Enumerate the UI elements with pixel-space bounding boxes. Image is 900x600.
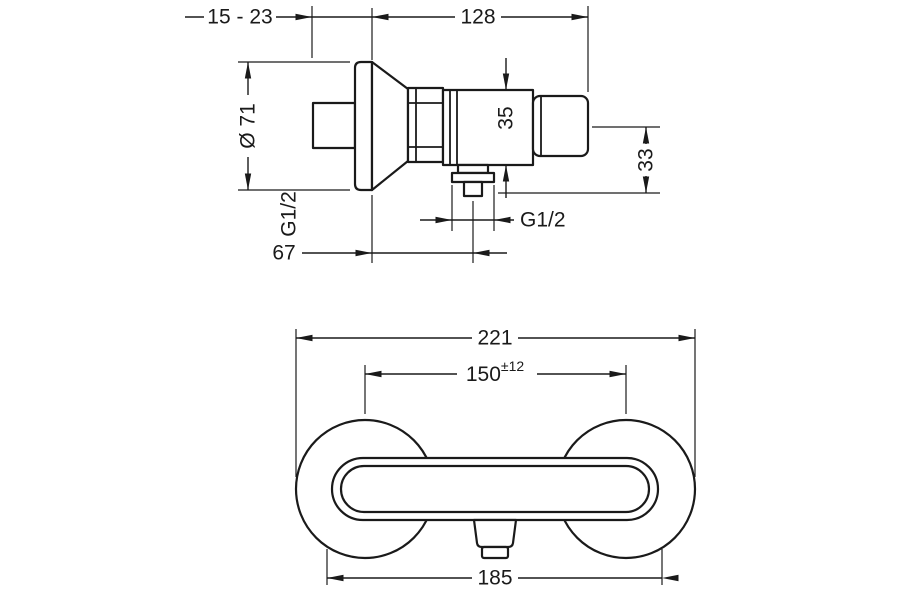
dim-total-width-label: 221 [477,327,512,350]
outlet-front [472,518,518,560]
dim-wall-to-outlet-label: 67 [272,242,295,265]
arrowhead [244,62,252,79]
dimension-mounting-span: 185 [327,567,679,590]
dimension-outlet-offset: 33 [635,127,658,193]
dimension-connection-centers: 150±12 [365,358,626,386]
arrowhead [244,173,252,190]
arrowhead [502,165,510,182]
side-view: 15 - 23 128 Ø 71 G1/2 35 [185,6,660,265]
arrowhead [372,13,389,21]
dim-total-depth-label: 128 [460,6,495,29]
union-nut [406,86,445,164]
arrowhead [502,73,510,90]
dimension-body-height: 35 [495,58,518,198]
arrowhead [435,216,452,224]
dim-outlet-thread-label: G1/2 [520,209,566,232]
arrowhead [473,249,490,257]
dim-body-height-label: 35 [495,106,518,129]
arrowhead [296,334,313,342]
handle-grip [531,94,590,158]
supply-stub [311,101,357,150]
arrowhead [642,176,650,193]
arrowhead [678,334,695,342]
arrowhead [662,574,679,582]
dim-escutcheon-diameter-label: Ø 71 [237,103,260,149]
dim-outlet-offset-label: 33 [635,148,658,171]
arrowhead [642,127,650,144]
dimension-total-width: 221 [296,327,695,350]
mixer-body-bar [330,456,660,522]
dimension-escutcheon-diameter: Ø 71 [237,62,260,190]
dimension-outlet-thread: G1/2 [420,209,566,232]
arrowhead [355,249,372,257]
escutcheon-cone [370,60,410,192]
dim-connection-centers-label: 150±12 [466,358,525,386]
arrowhead [494,216,511,224]
dim-supply-thread-label: G1/2 [278,191,301,237]
dim-mounting-span-label: 185 [477,567,512,590]
arrowhead [571,13,588,21]
arrowhead [327,574,344,582]
side-extension-lines [238,6,660,263]
arrowhead [365,370,382,378]
arrowhead [609,370,626,378]
escutcheon-flange [353,60,374,192]
front-view: 221 150±12 185 [294,327,697,590]
front-extension-lines [295,329,696,585]
dimension-wall-to-outlet: 67 [272,242,507,265]
valve-body [441,88,535,167]
label-supply-thread: G1/2 [278,191,301,237]
dim-wall-depth-label: 15 - 23 [207,6,272,29]
dimension-wall-depth-and-total-depth: 15 - 23 128 [185,6,588,29]
arrowhead [295,13,312,21]
dim-connection-centers-value: 150 [466,363,501,386]
dim-connection-tolerance-value: ±12 [501,358,524,374]
outlet-side [450,163,496,198]
